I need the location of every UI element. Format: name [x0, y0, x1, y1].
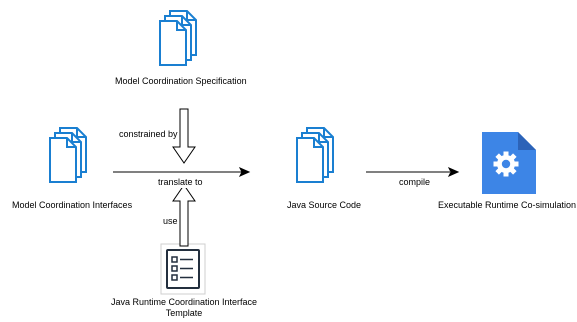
template-label: Java Runtime Coordination Interface Temp… [110, 297, 258, 318]
spec-label: Model Coordination Specification [115, 76, 247, 86]
translate-to-label: translate to [157, 177, 204, 188]
constrained-by-arrow [172, 108, 196, 164]
compile-arrowhead [447, 166, 460, 178]
source-document-stack-icon [296, 127, 334, 183]
spec-document-stack-icon [159, 10, 197, 66]
interfaces-label: Model Coordination Interfaces [12, 200, 133, 210]
executable-gear-file-icon [482, 132, 536, 194]
template-checklist-icon [160, 243, 206, 295]
use-label: use [162, 216, 179, 227]
constrained-by-label: constrained by [118, 129, 179, 140]
executable-label: Executable Runtime Co-simulation [438, 200, 577, 210]
translate-to-arrowhead [238, 166, 251, 178]
interfaces-document-stack-icon [49, 127, 87, 183]
use-arrow [172, 184, 196, 247]
compile-label: compile [398, 177, 432, 188]
source-label: Java Source Code [287, 200, 362, 210]
gear-icon [493, 151, 519, 177]
